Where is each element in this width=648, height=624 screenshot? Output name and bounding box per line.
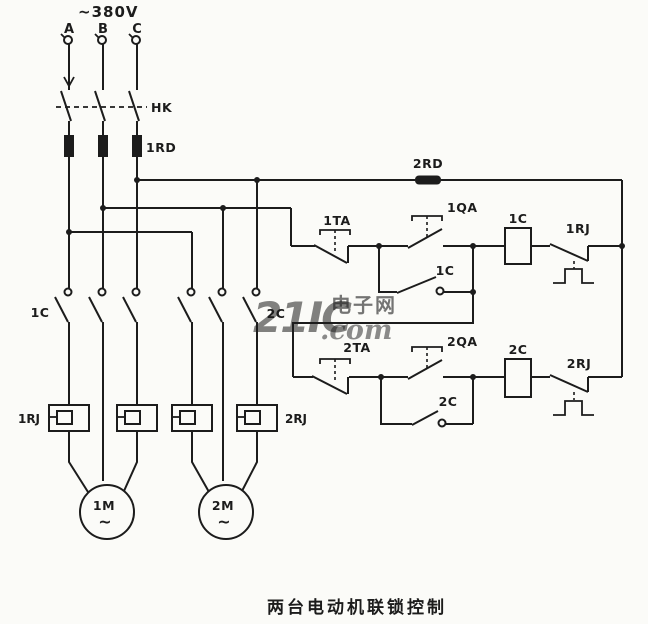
junction-dots (66, 177, 625, 380)
thermal-contact-1rj: 1RJ (549, 221, 594, 284)
coil-1c-icon (504, 227, 532, 265)
knife-switch-label: HK (151, 100, 173, 115)
motor-2m: 2M ~ (198, 484, 254, 540)
motor-branch-wires (68, 322, 258, 493)
start-button-2qa-label: 2QA (447, 334, 478, 349)
thermal-element-1rj-a-icon (48, 404, 90, 432)
phase-tap-wires (69, 179, 623, 377)
start-button-1qa: 1QA (407, 200, 478, 249)
stop-button-1ta-label: 1TA (323, 213, 350, 228)
control-branch-2: 2TA 2QA 2C 2RJ 2C (293, 334, 622, 428)
motor-2m-label: 2M (212, 498, 234, 513)
watermark: 21IC 电子网 .com (253, 293, 397, 346)
stop-button-2ta-label: 2TA (343, 340, 370, 355)
supply-wires (63, 44, 138, 288)
watermark-site-cn: 电子网 (331, 293, 397, 317)
coil-1c: 1C (504, 211, 532, 265)
thermal-contact-1rj-label: 1RJ (566, 221, 590, 236)
main-contacts-2c: 2C (177, 287, 286, 323)
terminal-ticks (60, 33, 134, 39)
start-button-1qa-label: 1QA (447, 200, 478, 215)
thermal-contact-2rj: 2RJ (549, 356, 594, 416)
selfhold-contact-1c-label: 1C (436, 263, 455, 278)
coil-2c-icon (504, 358, 532, 398)
start-button-2qa: 2QA (407, 334, 478, 380)
selfhold-contact-1c: 1C (378, 246, 473, 296)
motor2-feed-risers (191, 180, 258, 288)
phase-b-label: B (98, 22, 108, 37)
fuse-1rd-label: 1RD (146, 140, 176, 155)
motor-1m-icon (79, 484, 135, 540)
main-contacts-1c: 1C (31, 287, 141, 323)
stop-button-1ta: 1TA (313, 213, 351, 264)
fuse-2rd-label: 2RD (413, 156, 443, 171)
phase-b-bus (103, 207, 292, 246)
knife-switch-blades (60, 90, 140, 122)
motor-1m-label: 1M (93, 498, 115, 513)
phase-c-bus-and-right-rail (137, 179, 623, 377)
main-contacts-2c-label: 2C (267, 306, 286, 321)
phase-a-label: A (64, 22, 74, 37)
thermal-contact-2rj-label: 2RJ (567, 356, 591, 371)
coil-2c-label: 2C (509, 342, 528, 357)
watermark-brand: 21IC (253, 293, 352, 342)
control-branch-1: 1TA 1QA 1C 1RJ 1C (291, 200, 622, 296)
stop-button-2ta: 2TA (311, 340, 370, 395)
thermal-element-2rj-label: 2RJ (285, 412, 307, 426)
interlock-link-wire (292, 246, 474, 377)
fuse-1rd-b-icon (98, 135, 108, 157)
selfhold-contact-2c: 2C (380, 377, 474, 428)
thermal-element-2rj-a-icon (171, 404, 213, 432)
fuse-1rd: 1RD (64, 135, 176, 157)
motor-2m-icon (198, 484, 254, 540)
wire-arrow-icon (63, 76, 75, 88)
diagram-caption: 两台电动机联锁控制 (267, 597, 447, 618)
main-contacts-1c-label: 1C (31, 305, 50, 320)
phase-c-label: C (132, 22, 142, 37)
motor-1m: 1M ~ (79, 484, 135, 540)
motor-2m-ac-icon: ~ (217, 512, 230, 531)
thermal-element-2rj-c-icon (236, 404, 278, 432)
knife-switch-hk: HK (56, 90, 173, 122)
watermark-site-com: .com (320, 315, 392, 346)
coil-2c: 2C (504, 342, 532, 398)
fuse-2rd-icon (415, 175, 441, 185)
coil-1c-label: 1C (509, 211, 528, 226)
motor-1m-ac-icon: ~ (98, 512, 111, 531)
supply-voltage-label: ~380V (78, 3, 139, 21)
power-supply-terminals: ~380V A B C (60, 3, 142, 45)
thermal-elements: 1RJ 2RJ (18, 404, 307, 432)
fuse-2rd: 2RD (413, 156, 443, 185)
selfhold-contact-2c-label: 2C (439, 394, 458, 409)
thermal-element-1rj-c-icon (116, 404, 158, 432)
thermal-element-1rj-label: 1RJ (18, 412, 40, 426)
fuse-1rd-a-icon (64, 135, 74, 157)
fuse-1rd-c-icon (132, 135, 142, 157)
